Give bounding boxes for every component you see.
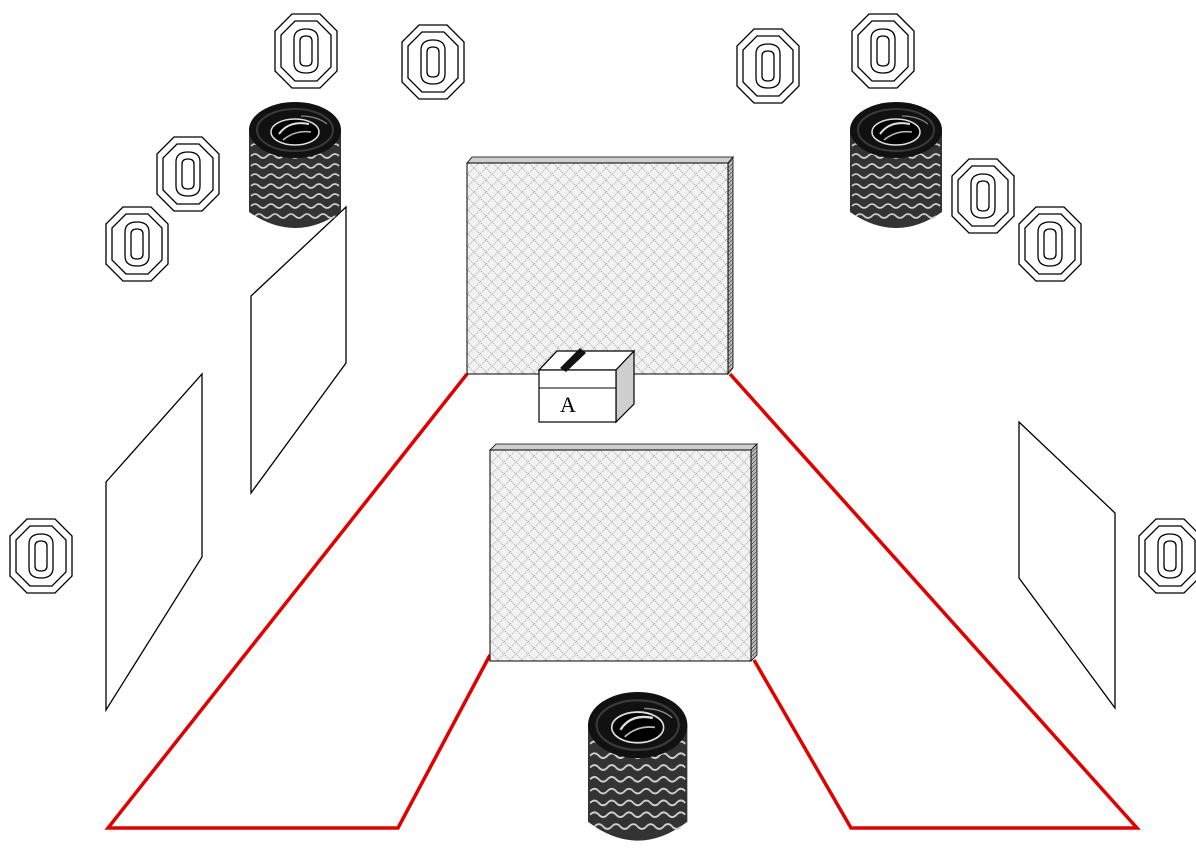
target-1	[274, 13, 338, 89]
target-7	[951, 158, 1015, 234]
wall-panel-right	[1018, 420, 1116, 710]
box-a-label: A	[560, 392, 576, 417]
target-6	[851, 13, 915, 89]
target-2	[401, 24, 465, 100]
tire-stack-top-right	[849, 101, 943, 229]
target-8	[1018, 206, 1082, 282]
target-5	[736, 28, 800, 104]
boundary-line-right	[728, 372, 1141, 830]
target-9	[9, 518, 73, 594]
wall-panel-left-upper	[250, 205, 347, 495]
barrier-back	[466, 155, 734, 376]
wall-panel-left-lower	[105, 372, 203, 713]
barrier-front	[489, 443, 758, 662]
boundary-line-left	[104, 372, 492, 830]
target-3	[156, 136, 220, 212]
box-a: A	[537, 348, 636, 424]
tire-stack-top-left	[248, 101, 342, 229]
target-4	[105, 206, 169, 282]
target-10	[1138, 518, 1196, 594]
tire-stack-bottom	[586, 690, 689, 842]
